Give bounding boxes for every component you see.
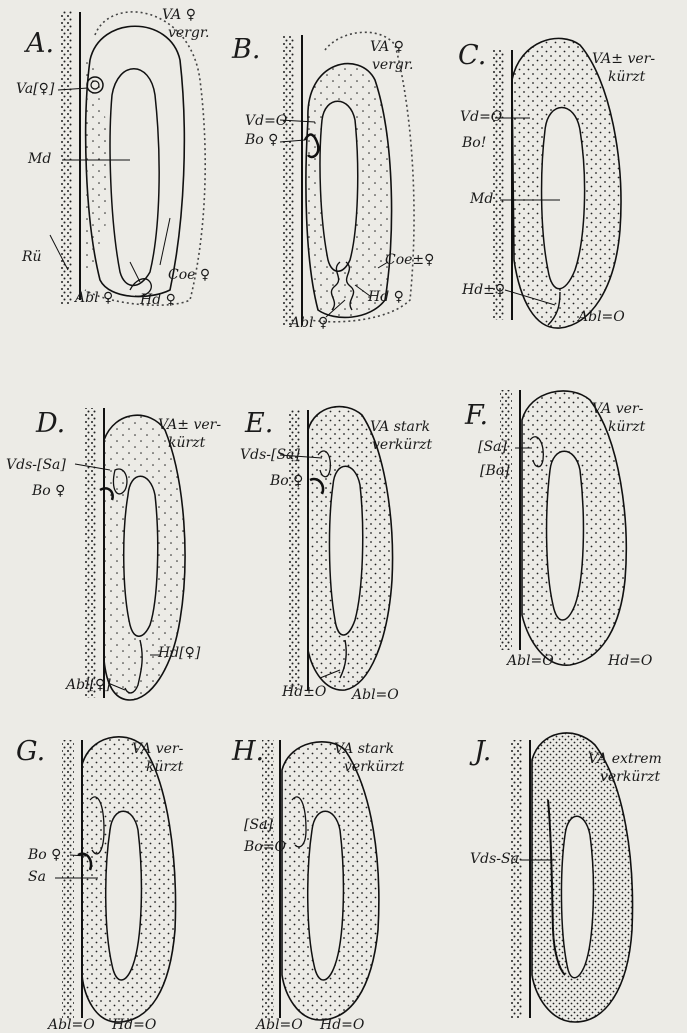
- panel-c-va-detail: kürzt: [608, 70, 645, 85]
- panel-h-va-label: VA stark: [334, 742, 394, 757]
- panel-d-lumen: [124, 476, 158, 636]
- panel-a-body-wall: [60, 10, 73, 305]
- panel-e-label-bo: Bo ♀: [270, 474, 303, 488]
- panel-g-label-bo: Bo ♀: [28, 848, 61, 862]
- panel-h-letter: H.: [232, 738, 264, 765]
- panel-c-label-hd: Hd±♀: [462, 283, 505, 297]
- panel-f-label-hd: Hd=O: [608, 654, 652, 668]
- panel-g-label-abl: Abl=O: [48, 1018, 95, 1032]
- panel-f-va-label: VA ver-: [592, 402, 643, 417]
- panel-e-va-detail: verkürzt: [372, 438, 432, 453]
- panel-c-va-label: VA± ver-: [592, 52, 655, 67]
- panel-a-lumen: [110, 69, 159, 286]
- panel-f-letter: F.: [465, 402, 488, 429]
- panel-a-label-ru: Rü: [22, 250, 42, 264]
- panel-a-letter: A.: [26, 30, 54, 57]
- panel-b-label-coe: Coe±♀: [385, 253, 434, 267]
- panel-g-va-detail: kürzt: [146, 760, 183, 775]
- panel-e-lumen: [329, 466, 362, 635]
- panel-a-label-coe: Coe ♀: [168, 268, 210, 282]
- panel-e-va-label: VA stark: [370, 420, 430, 435]
- panel-d-label-vds: Vds-[Sa]: [6, 458, 66, 472]
- panel-c-body-wall: [492, 50, 504, 320]
- panel-a-va-label: VA ♀: [162, 8, 196, 23]
- panel-b-label-abl: Abl ♀: [290, 316, 328, 330]
- panel-b-va-label: VA ♀: [370, 40, 404, 55]
- panel-d-label-bo: Bo ♀: [32, 484, 65, 498]
- panel-f-lumen: [547, 451, 584, 620]
- panel-c-label-md: Md: [470, 192, 493, 206]
- panel-g-va-label: VA ver-: [132, 742, 183, 757]
- panel-c-lumen: [542, 108, 585, 289]
- panel-d-va-label: VA± ver-: [158, 418, 221, 433]
- panel-g-label-sa: Sa: [28, 870, 46, 884]
- panel-a-va-detail: vergr.: [168, 26, 209, 41]
- panel-h-label-bo: Bo=O: [244, 840, 286, 854]
- panel-f-label-sa: [Sa]: [478, 440, 507, 454]
- panel-j-lumen: [561, 816, 593, 978]
- panel-a-label-va: Va[♀]: [16, 82, 54, 96]
- panel-j-body-wall: [510, 740, 522, 1018]
- panel-f-body-wall: [500, 390, 512, 650]
- panel-a-label-hd: Hd ♀: [140, 293, 176, 307]
- panel-c-letter: C.: [458, 42, 486, 69]
- panel-f-label-abl: Abl=O: [507, 654, 554, 668]
- panel-d-label-hd: Hd[♀]: [158, 646, 200, 660]
- panel-c-label-abl: Abl=O: [578, 310, 625, 324]
- panel-h-label-hd: Hd=O: [320, 1018, 364, 1032]
- panel-c-label-vd: Vd=O: [460, 110, 502, 124]
- panel-e-letter: E.: [245, 410, 273, 437]
- panel-e-label-abl: Abl=O: [352, 688, 399, 702]
- panel-j-label-vds: Vds-Sa: [470, 852, 519, 866]
- panel-b-drawing: [280, 32, 414, 325]
- panel-d-body-wall: [84, 408, 96, 698]
- panel-b-body-wall: [283, 35, 295, 325]
- panel-b-label-bo: Bo ♀: [245, 133, 278, 147]
- panel-h-label-sa: [Sa]: [244, 818, 273, 832]
- panel-j-letter: J.: [474, 738, 491, 765]
- panel-e-label-vds: Vds-[Sa]: [240, 448, 300, 462]
- panel-d-va-detail: kürzt: [168, 436, 205, 451]
- panel-f-label-bo: [Bo]: [480, 464, 510, 478]
- panel-c-label-bo: Bo!: [462, 136, 486, 150]
- panel-h-drawing: [262, 740, 379, 1020]
- panel-j-va-label: VA extrem: [588, 752, 662, 767]
- panel-h-body-wall: [262, 740, 274, 1018]
- panel-d-letter: D.: [36, 410, 65, 437]
- panel-h-lumen: [308, 811, 344, 980]
- panel-b-va-detail: vergr.: [372, 58, 413, 73]
- panel-d-label-abl: Abl[♀]: [66, 678, 111, 692]
- panel-g-drawing: [55, 737, 176, 1022]
- panel-g-body-wall: [62, 740, 74, 1018]
- panel-g-lumen: [106, 811, 142, 980]
- panel-a-label-abl: Abl ♀: [75, 291, 113, 305]
- panel-b-label-vd: Vd=O: [245, 114, 287, 128]
- panel-j-va-detail: verkürzt: [600, 770, 660, 785]
- panel-h-label-abl: Abl=O: [256, 1018, 303, 1032]
- panel-e-label-hd: Hd±O: [282, 685, 326, 699]
- panel-g-label-hd: Hd=O: [112, 1018, 156, 1032]
- panel-c-drawing: [492, 38, 621, 328]
- panel-a-drawing: [50, 10, 205, 305]
- panel-b-letter: B.: [232, 36, 260, 63]
- panel-b-lumen: [320, 101, 358, 271]
- panel-h-va-detail: verkürzt: [344, 760, 404, 775]
- panel-a-label-md: Md: [28, 152, 51, 166]
- panel-f-va-detail: kürzt: [608, 420, 645, 435]
- panel-g-letter: G.: [16, 738, 45, 765]
- panel-b-label-hd: Hd ♀: [368, 290, 404, 304]
